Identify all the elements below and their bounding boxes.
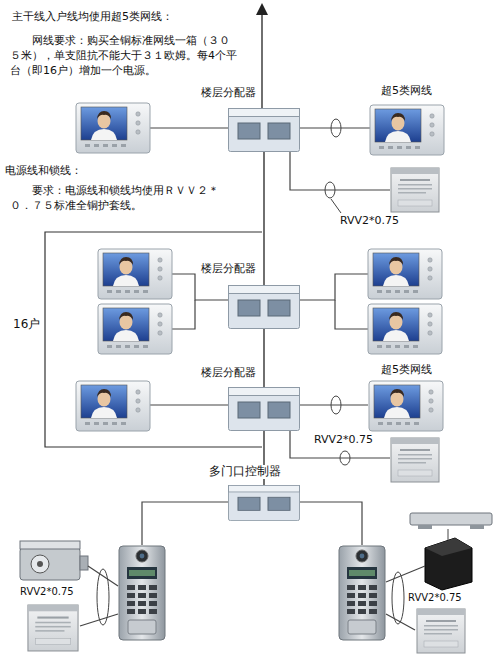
note-text: 网线要求：购买全铜标准网线一箱（３０５米），单支阻抗不能大于３１欧姆。每4个平台… bbox=[10, 34, 238, 79]
network-cable bbox=[335, 300, 368, 329]
trunk-cable bbox=[263, 152, 264, 285]
lock-controller bbox=[425, 538, 472, 590]
lock-bolt bbox=[80, 556, 88, 570]
cable-label: RVV2*0.75 bbox=[20, 585, 74, 599]
cable-label: 超5类网线 bbox=[381, 84, 432, 99]
cable-label: 超5类网线 bbox=[381, 363, 432, 378]
group-label: 16户 bbox=[13, 316, 40, 332]
lock-body bbox=[20, 548, 80, 580]
electric-lock bbox=[20, 541, 88, 580]
distributor-top bbox=[229, 485, 300, 492]
network-cable bbox=[300, 127, 370, 128]
video-monitor bbox=[76, 103, 150, 153]
distributor-case bbox=[229, 109, 300, 152]
device-label: 楼层分配器 bbox=[200, 87, 257, 100]
distributor-box: 楼层分配器 bbox=[228, 285, 300, 329]
video-monitor bbox=[368, 249, 442, 299]
keyhole bbox=[37, 561, 43, 567]
network-cable bbox=[300, 502, 362, 545]
lock-wire bbox=[448, 529, 449, 540]
port-slot bbox=[268, 497, 290, 510]
port-slot bbox=[268, 300, 290, 316]
port-slot bbox=[268, 123, 290, 139]
door-station bbox=[119, 546, 165, 640]
cable-marker bbox=[331, 396, 341, 414]
network-cable bbox=[300, 404, 368, 405]
port-slot bbox=[268, 402, 290, 418]
note-heading: 电源线和锁线： bbox=[5, 164, 82, 179]
lock-top bbox=[20, 541, 80, 549]
port-slot bbox=[238, 402, 260, 418]
network-cable bbox=[150, 404, 228, 405]
door-station bbox=[339, 546, 385, 640]
distributor-case bbox=[229, 286, 300, 329]
leader-line bbox=[331, 199, 341, 213]
video-monitor bbox=[98, 249, 172, 299]
distributor-case bbox=[229, 485, 300, 520]
power-supply bbox=[391, 438, 439, 482]
distributor-top bbox=[229, 286, 300, 294]
lock-cylinder bbox=[31, 555, 49, 573]
port-slot bbox=[238, 497, 260, 510]
cable-label: RVV2*0.75 bbox=[340, 214, 399, 229]
cable-marker bbox=[392, 572, 404, 624]
video-monitor bbox=[76, 381, 150, 431]
distributor-shape bbox=[228, 108, 300, 152]
distributor-box: 楼层分配器 bbox=[228, 387, 300, 431]
port-slot bbox=[238, 300, 260, 316]
distributor-top bbox=[229, 388, 300, 396]
cable-marker bbox=[331, 119, 341, 137]
trunk-arrowhead bbox=[256, 3, 268, 15]
cable-label: RVV2*0.75 bbox=[408, 591, 462, 605]
power-supply bbox=[28, 605, 78, 651]
power-cable bbox=[290, 152, 390, 190]
power-supply bbox=[391, 168, 439, 212]
network-cable bbox=[172, 300, 195, 329]
note-heading: 主干线入户线均使用超5类网线： bbox=[12, 10, 173, 25]
distributor-box: 楼层分配器 bbox=[228, 108, 300, 152]
distributor-top bbox=[229, 109, 300, 117]
network-cable bbox=[172, 274, 228, 300]
controller-top bbox=[425, 538, 472, 556]
port-slot bbox=[238, 123, 260, 139]
distributor-box: 多门口控制器 bbox=[228, 485, 300, 521]
power-supply bbox=[417, 609, 465, 653]
distributor-case bbox=[229, 388, 300, 431]
device-label: 楼层分配器 bbox=[200, 263, 257, 276]
trunk-cable bbox=[263, 329, 264, 387]
distributor-shape bbox=[228, 285, 300, 329]
lock-bracket bbox=[470, 525, 484, 529]
note-text: 要求：电源线和锁线均使用ＲＶＶ２＊０．７５标准全铜护套线。 bbox=[10, 184, 235, 214]
lock-cable bbox=[386, 566, 425, 582]
network-cable bbox=[142, 502, 228, 545]
video-monitor bbox=[368, 304, 442, 354]
cable-marker bbox=[325, 182, 335, 198]
network-cable bbox=[150, 127, 228, 128]
video-monitor bbox=[370, 105, 444, 155]
cable-label: RVV2*0.75 bbox=[314, 433, 373, 448]
network-cable bbox=[300, 274, 368, 300]
distributor-shape bbox=[228, 387, 300, 431]
cable-marker bbox=[340, 451, 350, 465]
cable-marker bbox=[97, 569, 109, 625]
video-monitor bbox=[98, 304, 172, 354]
device-label: 多门口控制器 bbox=[208, 465, 282, 479]
distributor-shape bbox=[228, 485, 300, 521]
video-monitor bbox=[369, 381, 443, 431]
trunk-line bbox=[261, 12, 262, 108]
lock-bracket bbox=[418, 525, 432, 529]
lock-bar bbox=[410, 513, 492, 525]
magnetic-lock bbox=[410, 513, 492, 590]
power-cable bbox=[290, 430, 390, 458]
device-label: 楼层分配器 bbox=[200, 367, 257, 380]
